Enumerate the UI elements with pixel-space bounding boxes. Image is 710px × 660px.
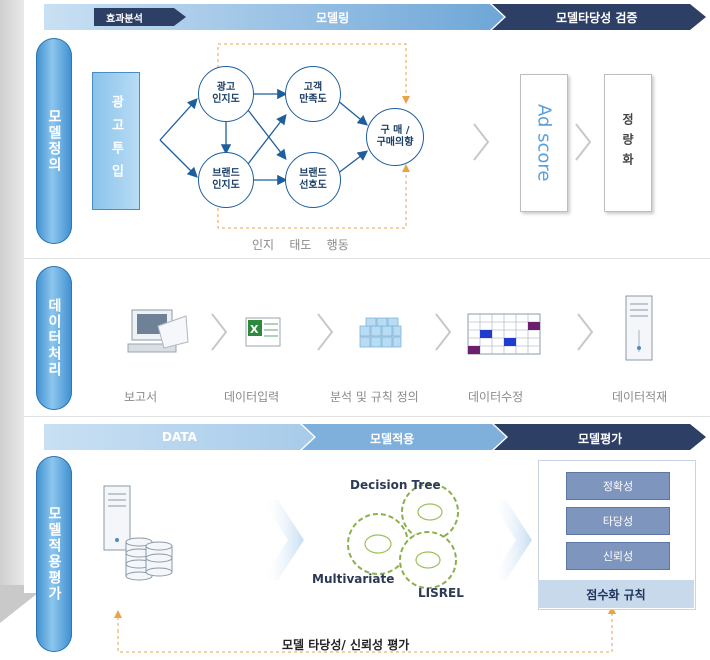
section-data-processing: 데이터처리 — [36, 266, 72, 410]
step-data-load: 데이터적재 — [612, 390, 668, 404]
header-eval: 모델평가 — [578, 432, 623, 446]
header-apply: 모델적용 — [370, 432, 415, 446]
ad-score-box: Ad score — [520, 74, 568, 212]
divider — [24, 258, 710, 259]
stage-labels: 인지 태도 행동 — [252, 238, 349, 252]
section-model-application: 모델적용평가 — [36, 456, 72, 652]
node-satisfaction: 고객 만족도 — [285, 66, 341, 122]
report-icon — [127, 309, 189, 353]
header-data: DATA — [162, 430, 197, 444]
method-decision-tree: Decision Tree — [350, 478, 441, 492]
node-brand-preference: 브랜드 선호도 — [285, 152, 341, 208]
node-purchase: 구 매 / 구매의향 — [366, 108, 424, 166]
svg-text:X: X — [250, 323, 259, 336]
step-data-edit: 데이터수정 — [468, 390, 524, 404]
quality-accuracy: 정확성 — [566, 472, 670, 500]
model-application-graphics — [103, 483, 616, 653]
quality-reliability: 신뢰성 — [566, 542, 670, 570]
process-side-arrow — [0, 0, 24, 592]
process-side-arrow-head — [0, 585, 38, 623]
node-ad-awareness: 광고 인지도 — [198, 66, 254, 122]
header-arrow-modeling — [44, 4, 706, 30]
method-multivariate: Multivariate — [312, 572, 395, 586]
analysis-tag: 효과분석 — [106, 14, 143, 25]
divider — [24, 416, 710, 417]
causal-diagram-arrows — [159, 43, 592, 229]
step-report: 보고서 — [124, 390, 158, 404]
header-modeling: 모델링 — [316, 11, 350, 25]
ad-input-box: 광고투입 — [92, 72, 140, 210]
quantify-box: 정량화 — [604, 74, 652, 212]
quality-validity: 타당성 — [566, 507, 670, 535]
step-data-input: 데이터입력 — [224, 390, 280, 404]
data-grid-icon — [467, 313, 541, 355]
header-arrow-application — [44, 424, 706, 450]
section-model-definition: 모델정의 — [36, 38, 72, 244]
data-processing-icons: X — [127, 295, 653, 361]
server-icon — [625, 295, 653, 361]
node-brand-awareness: 브랜드 인지도 — [198, 152, 254, 208]
header-validation: 모델타당성 검증 — [556, 11, 638, 25]
database-server-icon — [103, 485, 173, 581]
bottom-evaluation-label: 모델 타당성/ 신뢰성 평가 — [282, 638, 410, 652]
excel-icon: X — [245, 317, 281, 347]
data-cube-icon — [359, 317, 402, 348]
step-analysis-rules: 분석 및 규칙 정의 — [330, 390, 419, 404]
method-lisrel: LISREL — [418, 586, 464, 600]
score-rule-bar: 점수화 규칙 — [538, 580, 694, 608]
gear-icons — [347, 483, 459, 589]
